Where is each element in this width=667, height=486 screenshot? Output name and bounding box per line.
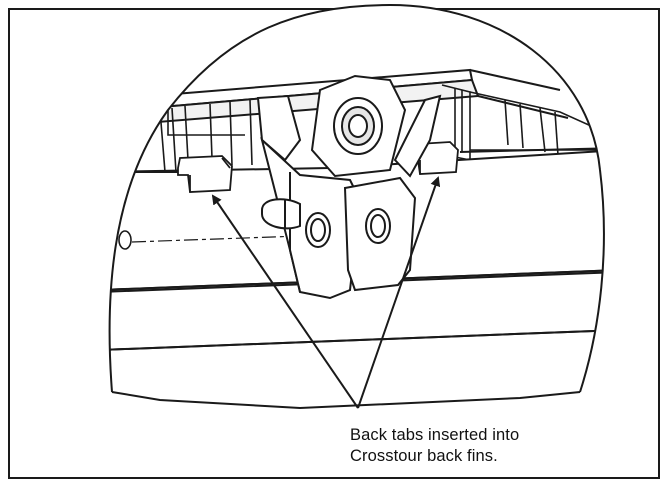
left-bolt-hole xyxy=(118,230,132,250)
top-bolt xyxy=(333,97,383,155)
wing-bolt xyxy=(261,198,301,230)
callout-line-2: Crosstour back fins. xyxy=(350,447,498,465)
left-back-tab xyxy=(177,155,233,193)
arrow-icon xyxy=(357,176,441,409)
arrow-icon xyxy=(211,194,359,409)
left-frame xyxy=(159,99,253,173)
callout-line-1: Back tabs inserted into xyxy=(350,426,520,444)
center-line xyxy=(131,235,301,243)
magnifier-outline xyxy=(108,3,605,393)
plate-holes xyxy=(305,208,391,248)
magnifier-base xyxy=(111,391,581,410)
callout-label: Back tabs inserted into Crosstour back f… xyxy=(350,425,519,467)
